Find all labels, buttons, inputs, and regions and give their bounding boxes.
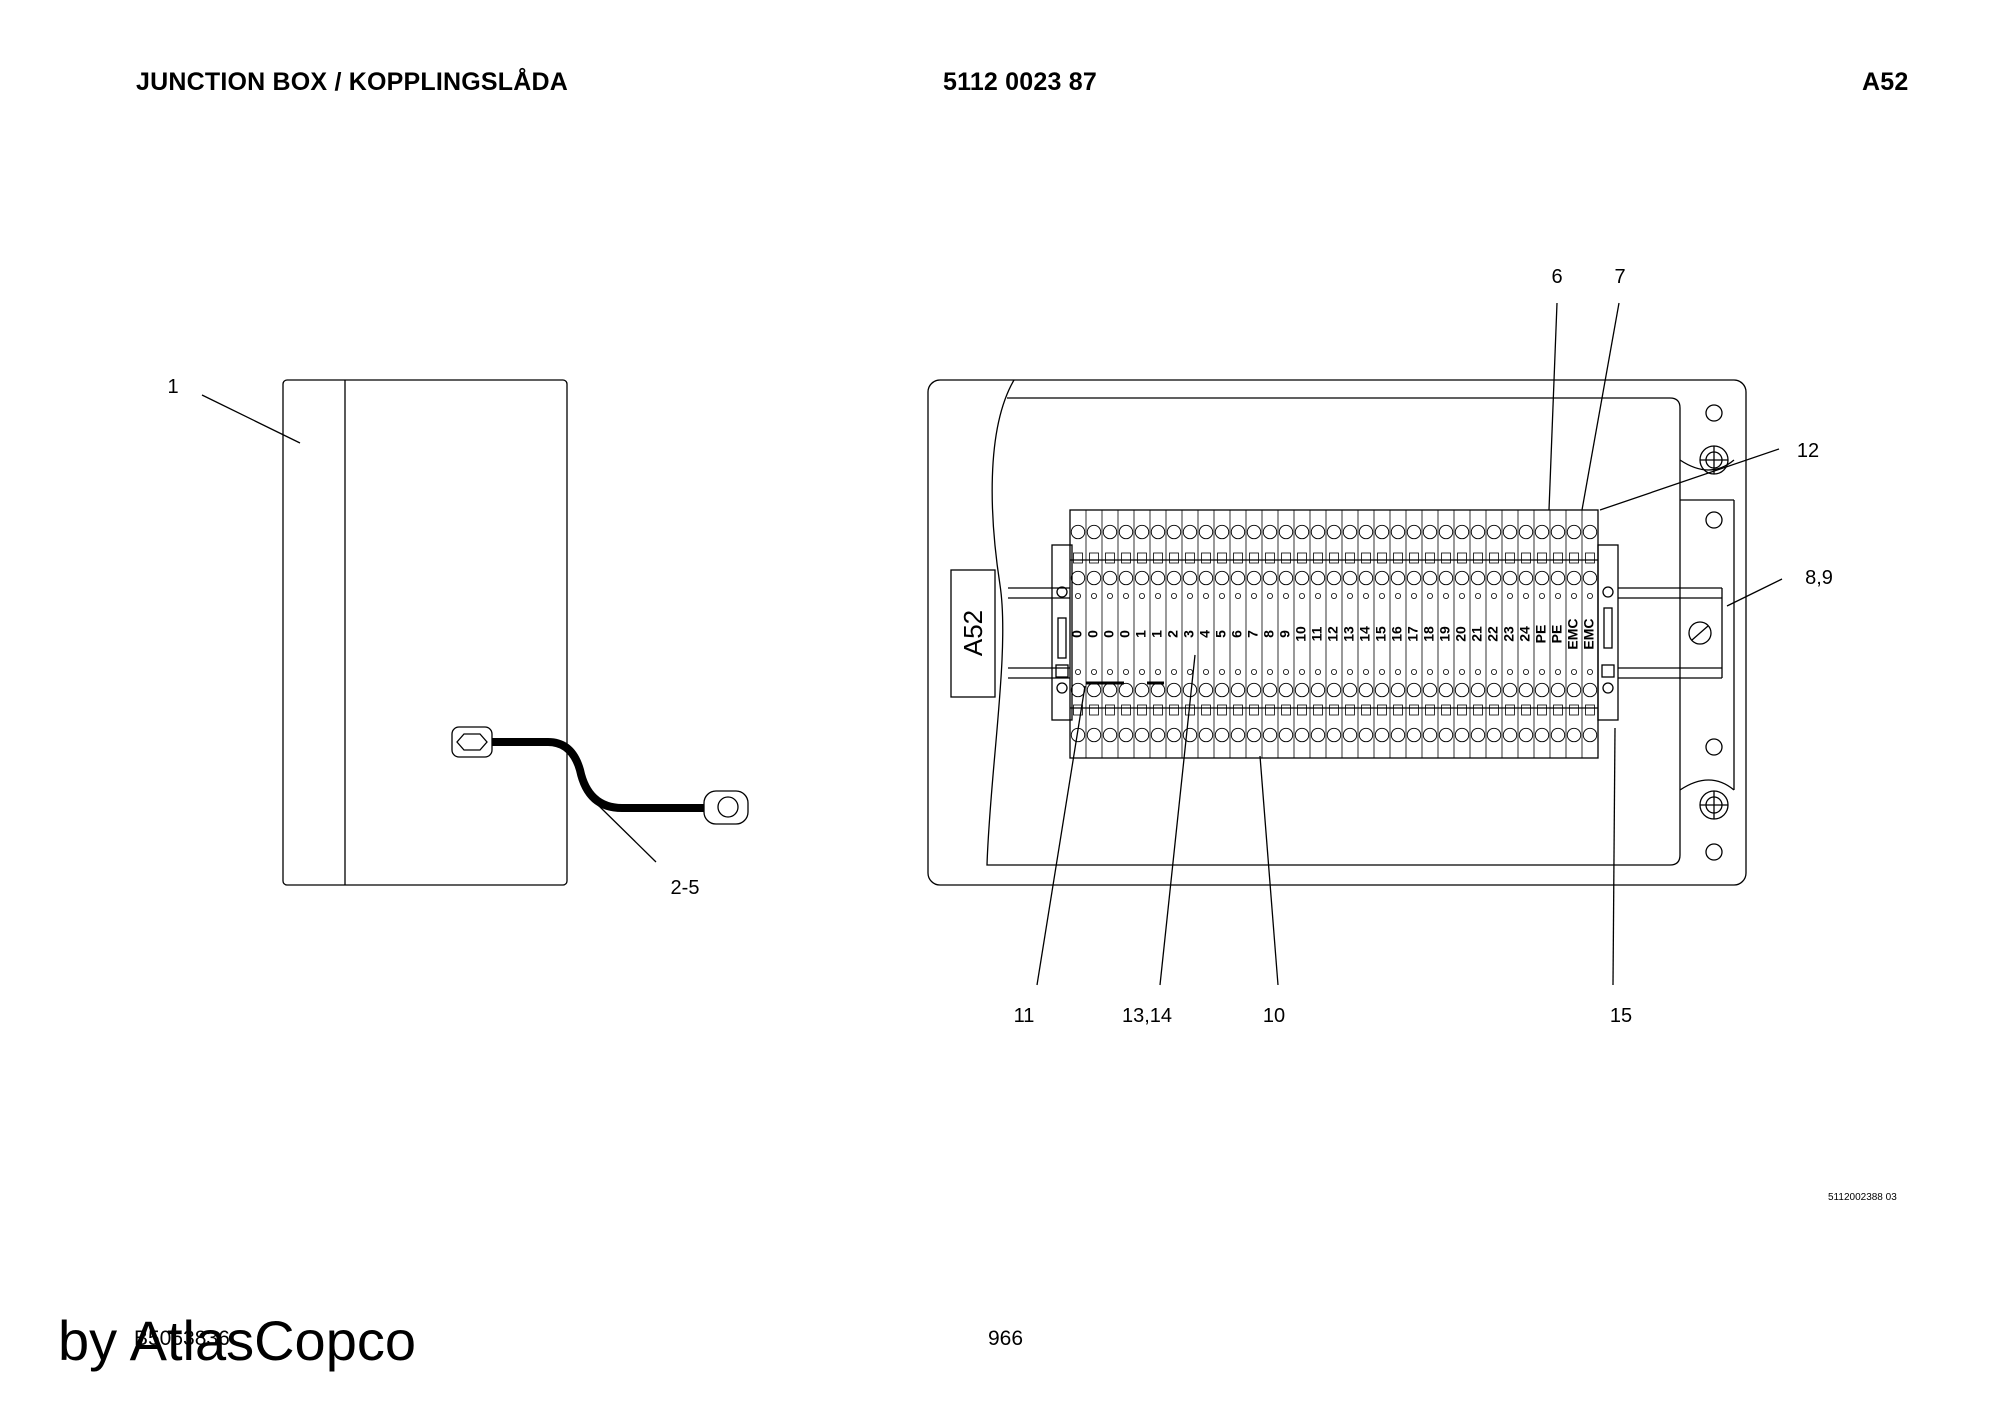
drawing-number: 5112002388 03 (1828, 1192, 1897, 1203)
terminal-12: 7 (1245, 510, 1262, 758)
terminal-33: EMC (1581, 510, 1598, 758)
terminal-4: 0 (1117, 510, 1134, 758)
terminal-10: 5 (1213, 510, 1230, 758)
terminal-28: 23 (1501, 510, 1518, 758)
page-title: JUNCTION BOX / KOPPLINGSLÅDA (136, 68, 569, 96)
terminal-label: 21 (1469, 626, 1485, 642)
terminal-15: 10 (1293, 510, 1310, 758)
terminal-label: 11 (1309, 626, 1325, 641)
box-label: A52 (958, 610, 988, 656)
terminal-22: 17 (1405, 510, 1422, 758)
terminal-11: 6 (1229, 510, 1246, 758)
terminal-16: 11 (1309, 510, 1326, 758)
terminal-label: 16 (1389, 626, 1405, 642)
terminal-label: 4 (1197, 630, 1213, 638)
ground-cable (484, 738, 720, 812)
terminal-label: EMC (1565, 618, 1581, 649)
terminal-label: 1 (1133, 630, 1149, 638)
terminal-26: 21 (1469, 510, 1486, 758)
terminal-label: 15 (1373, 626, 1389, 642)
terminal-31: PE (1549, 510, 1566, 758)
terminal-label: 24 (1517, 626, 1533, 642)
terminal-label: 9 (1277, 630, 1293, 638)
terminal-32: EMC (1565, 510, 1582, 758)
terminal-label: 2 (1165, 630, 1181, 638)
terminal-label: 22 (1485, 626, 1501, 642)
terminal-label: 10 (1293, 626, 1309, 642)
callout-6: 6 (1551, 266, 1562, 288)
callout-1: 1 (167, 376, 178, 398)
terminal-label: 18 (1421, 626, 1437, 642)
terminal-5: 1 (1133, 510, 1150, 758)
callout-12: 12 (1797, 440, 1819, 462)
terminal-24: 19 (1437, 510, 1454, 758)
callout-8-9: 8,9 (1805, 567, 1833, 589)
callout-11: 11 (1014, 1005, 1035, 1027)
terminal-label: 7 (1245, 630, 1261, 638)
terminal-8: 3 (1181, 510, 1198, 758)
terminal-13: 8 (1261, 510, 1278, 758)
document-code: B5063836 (134, 1327, 230, 1350)
terminal-label: 0 (1085, 630, 1101, 638)
terminal-9: 4 (1197, 510, 1214, 758)
terminal-label: PE (1549, 625, 1565, 644)
terminal-label: 13 (1341, 626, 1357, 642)
terminal-label: 1 (1149, 630, 1165, 638)
terminal-label: 8 (1261, 630, 1277, 638)
callout-2-5: 2-5 (671, 877, 700, 899)
terminal-20: 15 (1373, 510, 1390, 758)
watermark: by AtlasCopco (58, 1309, 416, 1372)
terminal-label: 19 (1437, 626, 1453, 642)
terminal-label: 3 (1181, 630, 1197, 638)
terminal-21: 16 (1389, 510, 1406, 758)
terminal-label: 0 (1069, 630, 1085, 638)
box-side-view (282, 379, 568, 886)
terminal-18: 13 (1341, 510, 1358, 758)
terminal-3: 0 (1101, 510, 1118, 758)
terminal-block (1069, 509, 1599, 759)
terminal-label: 14 (1357, 626, 1373, 642)
terminal-label: 20 (1453, 626, 1469, 642)
terminal-2: 0 (1085, 510, 1102, 758)
terminal-label: 5 (1213, 630, 1229, 638)
terminal-17: 12 (1325, 510, 1342, 758)
terminal-19: 14 (1357, 510, 1374, 758)
terminal-label: 17 (1405, 626, 1421, 642)
terminal-6: 1 (1149, 510, 1166, 758)
terminal-label: 0 (1117, 630, 1133, 638)
terminal-label: PE (1533, 625, 1549, 644)
callout-10: 10 (1263, 1005, 1285, 1027)
terminal-29: 24 (1517, 510, 1534, 758)
label-plate (950, 569, 996, 698)
terminal-label: 23 (1501, 626, 1517, 642)
callout-7: 7 (1614, 266, 1625, 288)
terminal-label: EMC (1581, 618, 1597, 649)
terminal-27: 22 (1485, 510, 1502, 758)
terminal-1: 0 (1069, 524, 1086, 743)
page-number: 966 (988, 1327, 1024, 1350)
terminal-label: 6 (1229, 630, 1245, 638)
callout-15: 15 (1610, 1005, 1632, 1027)
terminal-23: 18 (1421, 510, 1438, 758)
terminal-14: 9 (1277, 510, 1294, 758)
terminal-30: PE (1533, 510, 1550, 758)
terminal-label: 12 (1325, 626, 1341, 642)
terminal-7: 2 (1165, 510, 1182, 758)
part-number: 5112 0023 87 (943, 68, 1097, 96)
terminal-label: 0 (1101, 630, 1117, 638)
callout-13-14: 13,14 (1122, 1005, 1172, 1027)
box-front-view (927, 379, 1747, 886)
terminal-25: 20 (1453, 510, 1470, 758)
page-ref: A52 (1862, 68, 1909, 96)
